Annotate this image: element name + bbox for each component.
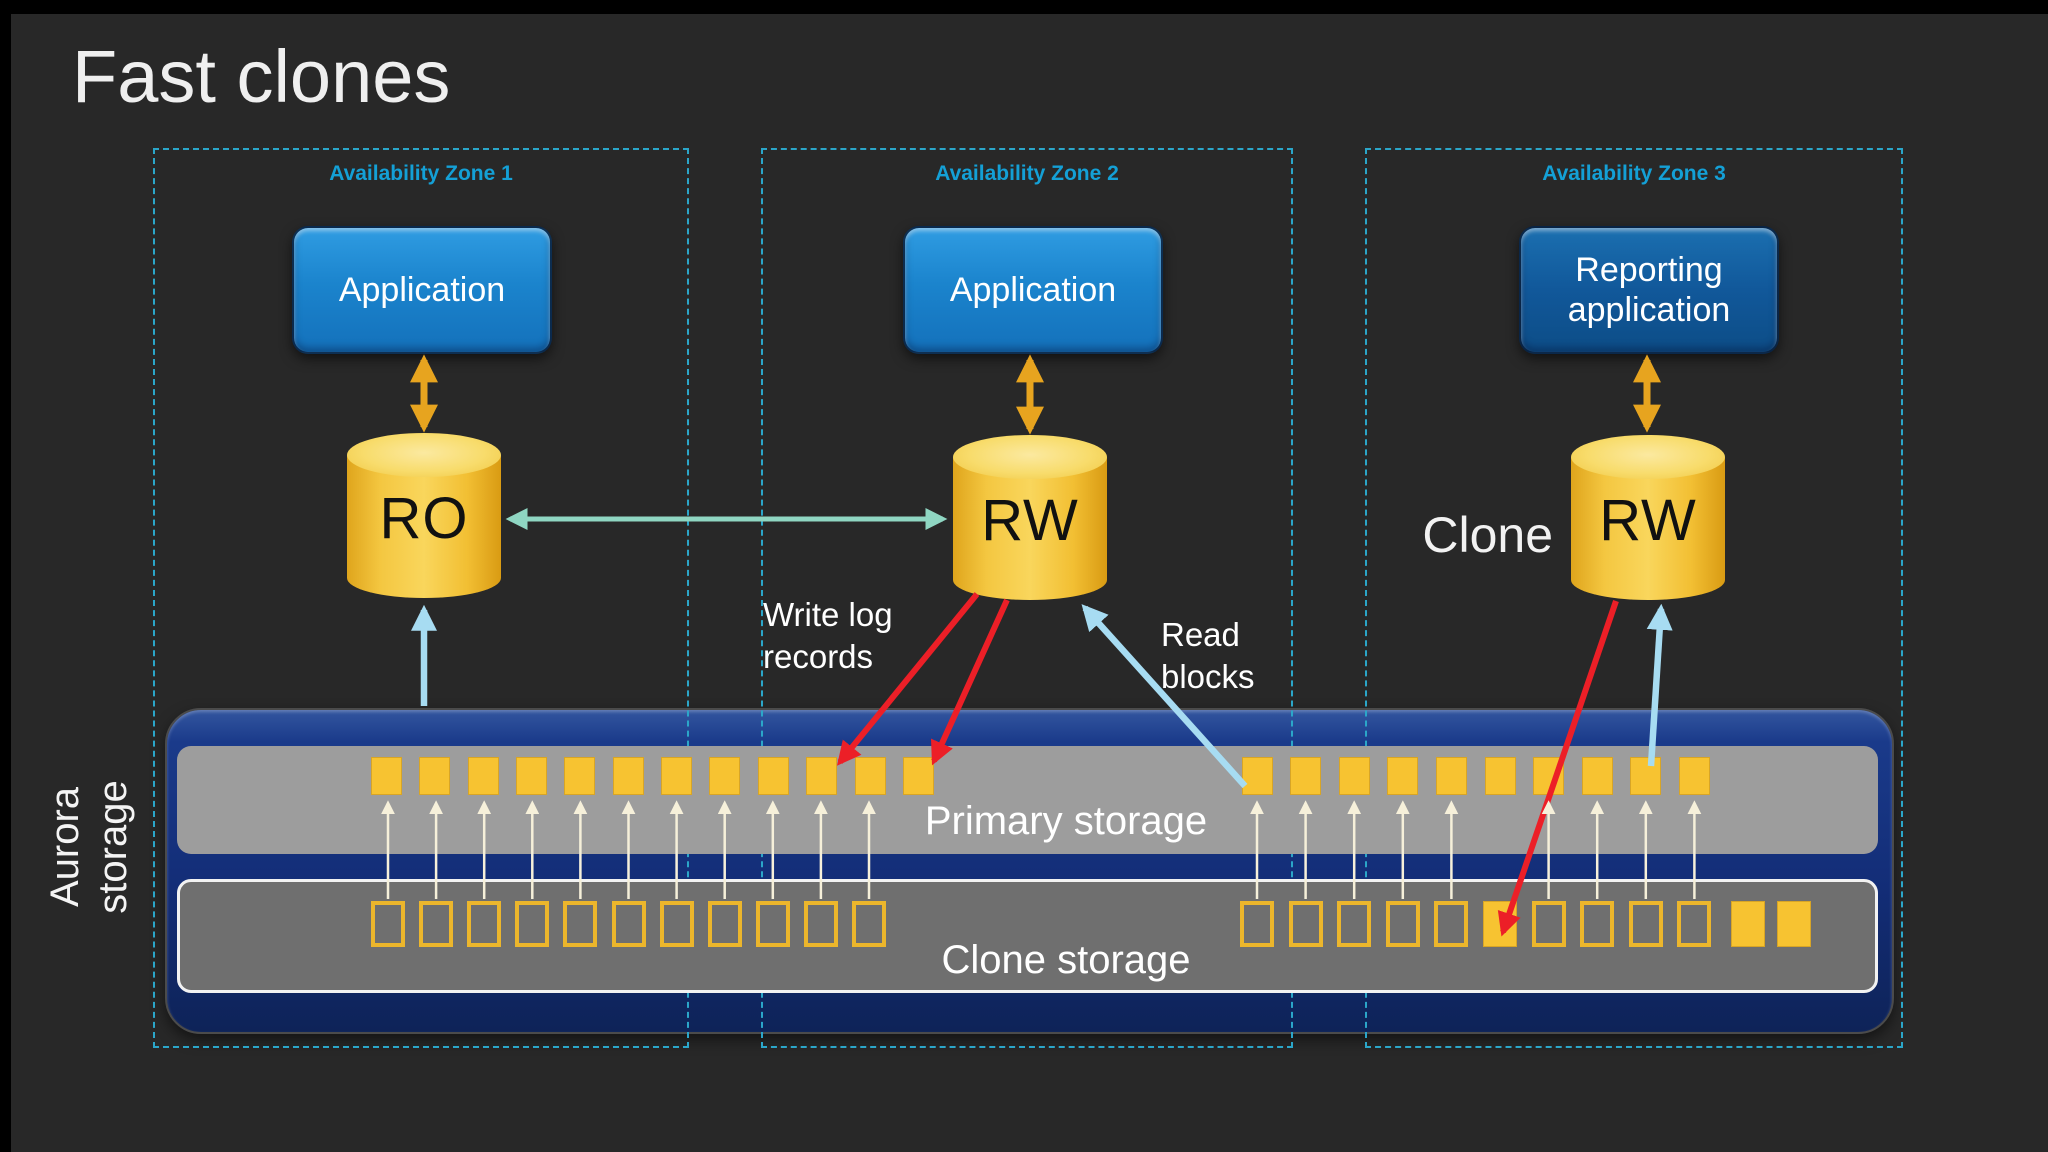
clone-storage-segment xyxy=(756,901,790,947)
clone-storage-segment xyxy=(852,901,886,947)
primary-storage-segment xyxy=(1630,757,1661,795)
clone-storage-segment xyxy=(804,901,838,947)
clone-storage-segment xyxy=(371,901,405,947)
primary-storage-segment xyxy=(1339,757,1370,795)
clone-storage-segment xyxy=(1434,901,1468,947)
slide-title: Fast clones xyxy=(72,35,451,118)
primary-storage-segment xyxy=(516,757,547,795)
primary-storage-segment xyxy=(1387,757,1418,795)
primary-storage-segment xyxy=(758,757,789,795)
application-box-az2-label: Application xyxy=(949,270,1117,309)
primary-storage-segment xyxy=(1436,757,1467,795)
write-log-records-note: Write log records xyxy=(763,596,893,675)
cylinder-top-ellipse xyxy=(347,433,501,477)
clone-storage-segment xyxy=(708,901,742,947)
primary-storage-segment xyxy=(613,757,644,795)
aurora-storage-side-label: Aurora storage xyxy=(43,780,135,914)
cylinder-body xyxy=(347,455,501,598)
availability-zone-3-label: Availability Zone 3 xyxy=(1542,162,1726,185)
cylinder-body xyxy=(1571,457,1725,600)
db-label-rw-clone: RW xyxy=(1599,488,1697,553)
clone-storage-segment xyxy=(1532,901,1566,947)
primary-storage-segment xyxy=(371,757,402,795)
application-box-az1: Application xyxy=(292,226,552,354)
clone-storage-segment xyxy=(612,901,646,947)
primary-storage-label: Primary storage xyxy=(924,799,1208,843)
availability-zone-2-label: Availability Zone 2 xyxy=(935,162,1119,185)
clone-storage-segment xyxy=(1677,901,1711,947)
clone-storage-segment xyxy=(1289,901,1323,947)
clone-storage-segment xyxy=(419,901,453,947)
db-cylinder-ro: RO xyxy=(347,433,501,598)
primary-storage-segment xyxy=(564,757,595,795)
availability-zone-2: Availability Zone 2 xyxy=(761,148,1293,1048)
primary-storage-segment xyxy=(806,757,837,795)
primary-storage-segment xyxy=(1290,757,1321,795)
reporting-application-box: Reporting application xyxy=(1519,226,1779,354)
primary-storage-segment xyxy=(1679,757,1710,795)
clone-storage-segment xyxy=(1240,901,1274,947)
cylinder-top-ellipse xyxy=(953,435,1107,479)
clone-storage-label: Clone storage xyxy=(941,938,1191,982)
availability-zone-3: Availability Zone 3 xyxy=(1365,148,1903,1048)
availability-zone-1-label: Availability Zone 1 xyxy=(329,162,513,185)
primary-storage-segment xyxy=(1485,757,1516,795)
clone-storage-segment xyxy=(660,901,694,947)
read-blocks-note: Read blocks xyxy=(1161,616,1255,695)
cylinder-body xyxy=(953,457,1107,600)
db-label-ro: RO xyxy=(379,486,469,551)
cylinder-top-ellipse xyxy=(1571,435,1725,479)
clone-storage-segment-new xyxy=(1777,901,1811,947)
clone-db-prefix-label: Clone xyxy=(1422,507,1553,563)
clone-storage-segment xyxy=(1580,901,1614,947)
clone-storage-segment-written xyxy=(1483,901,1517,947)
availability-zone-1: Availability Zone 1 xyxy=(153,148,689,1048)
slide: Fast clones Availability Zone 1 Availabi… xyxy=(11,14,2048,1152)
clone-storage-segment xyxy=(467,901,501,947)
primary-storage-segment xyxy=(709,757,740,795)
application-box-az2: Application xyxy=(903,226,1163,354)
primary-storage-segment xyxy=(1242,757,1273,795)
primary-storage-segment xyxy=(468,757,499,795)
primary-storage-segment xyxy=(1533,757,1564,795)
clone-storage-segment xyxy=(563,901,597,947)
reporting-application-label: Reporting application xyxy=(1567,250,1731,329)
clone-storage-segment xyxy=(1386,901,1420,947)
primary-storage-segment xyxy=(855,757,886,795)
primary-storage-segment xyxy=(661,757,692,795)
clone-storage-segment xyxy=(515,901,549,947)
db-label-rw-primary: RW xyxy=(981,488,1079,553)
application-box-az1-label: Application xyxy=(338,270,506,309)
primary-storage-segment xyxy=(1582,757,1613,795)
db-cylinder-rw-clone: RW xyxy=(1571,435,1725,600)
db-cylinder-rw-primary: RW xyxy=(953,435,1107,600)
clone-storage-segment xyxy=(1337,901,1371,947)
primary-storage-segment xyxy=(903,757,934,795)
clone-storage-segment xyxy=(1629,901,1663,947)
primary-storage-segment xyxy=(419,757,450,795)
clone-storage-segment-new xyxy=(1731,901,1765,947)
